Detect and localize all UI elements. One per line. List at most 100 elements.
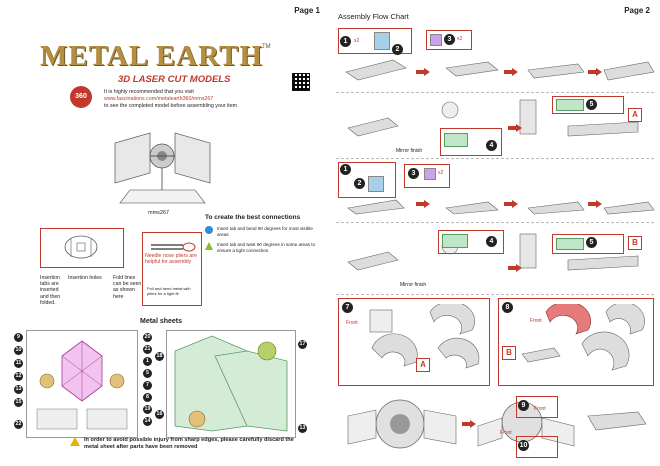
connections-title: To create the best connections <box>205 214 301 221</box>
sheet-number: 14 <box>143 417 152 426</box>
section-label: A <box>628 108 642 122</box>
brand-subtitle: 3D LASER CUT MODELS <box>118 74 231 85</box>
step-number: 10 <box>518 440 529 451</box>
metal-sheet-2-parts <box>174 335 288 432</box>
step-number: 9 <box>518 400 529 411</box>
connection-bend-tip: Insert tab and bend 90 degrees for most … <box>205 226 325 237</box>
model-illustration <box>114 132 211 204</box>
insertion-holes-label: Insertion holes <box>68 275 102 281</box>
divider <box>336 92 654 93</box>
sheet-number: 13 <box>14 385 23 394</box>
arrow-right-icon <box>588 200 602 208</box>
step-number: 4 <box>486 236 497 247</box>
fold-lines-label: Fold lines can be seen as shown here <box>113 275 142 300</box>
sheet-number: 5 <box>143 369 152 378</box>
metal-sheet-1-parts <box>36 340 128 430</box>
connection-twist-tip: Insert tab and twist 90 degrees in some … <box>205 242 325 253</box>
sheet-number: 10 <box>14 346 23 355</box>
sheet-number: 12 <box>14 372 23 381</box>
quantity-label: x2 <box>438 170 444 176</box>
blue-dot-icon <box>205 226 213 234</box>
parts-callout-box <box>426 30 472 50</box>
sheet-number: 22 <box>14 420 23 429</box>
sheet-number: 11 <box>14 359 23 368</box>
arrow-right-icon <box>504 68 518 76</box>
badge-360-icon: 360 <box>70 86 92 108</box>
step-7-panel <box>338 298 490 386</box>
front-label: Front <box>534 406 546 412</box>
parts-callout-box <box>552 96 624 114</box>
brand-logo-text: METAL EARTH <box>40 40 263 72</box>
part-icon <box>424 168 436 180</box>
tab-fold-icon <box>64 235 98 259</box>
metal-sheets-title: Metal sheets <box>140 318 183 325</box>
bend-tip-text: Insert tab and bend 90 degrees for most … <box>217 226 313 237</box>
parts-callout-box <box>438 230 504 254</box>
part-icon <box>430 34 442 46</box>
part-icon <box>442 234 468 248</box>
arrow-right-icon <box>462 420 476 428</box>
arrow-right-icon <box>508 264 522 272</box>
sheet-number: 1 <box>143 357 152 366</box>
twist-tip-text: Insert tab and twist 90 degrees in some … <box>217 242 316 253</box>
step-number: 1 <box>340 36 351 47</box>
green-triangle-icon <box>205 242 213 250</box>
step-number: 5 <box>586 237 597 248</box>
metal-sheet-2 <box>166 330 296 438</box>
sheet-number: 19 <box>143 405 152 414</box>
parts-callout-box <box>516 396 558 418</box>
warning-icon <box>70 437 80 446</box>
mirror-finish-label: Mirror finish <box>396 148 423 154</box>
trademark-symbol: TM <box>262 44 271 50</box>
sheet-number: 21 <box>143 345 152 354</box>
part-icon <box>368 176 384 192</box>
info-url-link[interactable]: www.fascinations.com/metalearth360/mms26… <box>104 96 214 102</box>
section-label: A <box>416 358 430 372</box>
front-label: Front <box>530 318 542 324</box>
arrow-right-icon <box>508 124 522 132</box>
step-number: 3 <box>444 34 455 45</box>
mirror-finish-label: Mirror finish <box>400 282 427 288</box>
sheet-number: 7 <box>143 381 152 390</box>
arrow-right-icon <box>416 200 430 208</box>
step-number: 5 <box>586 99 597 110</box>
part-icon <box>556 238 584 250</box>
step-number: 1 <box>340 164 351 175</box>
sheet-number: 18 <box>155 352 164 361</box>
sheet-number: 8 <box>143 393 152 402</box>
section-label: B <box>628 236 642 250</box>
step-number: 4 <box>486 140 497 151</box>
qr-code-icon <box>292 73 310 91</box>
sheet-number: 20 <box>143 333 152 342</box>
assembly-row-3 <box>347 199 655 215</box>
pliers-note: Pull and bend metal with pliers for a ti… <box>147 286 191 296</box>
pliers-icon <box>151 242 196 252</box>
parts-callout-box <box>338 162 396 198</box>
part-icon <box>556 99 584 111</box>
parts-callout-box <box>552 234 624 254</box>
instruction-page-2: Assembly Flow Chart Page 2 1 x2 2 3 x2 5… <box>330 0 660 466</box>
sheet-number: 13 <box>298 424 307 433</box>
quantity-label: x2 <box>457 36 463 42</box>
metal-sheet-1 <box>26 330 138 438</box>
step-number: 2 <box>354 178 365 189</box>
step-8-panel <box>498 298 654 386</box>
step-number: 2 <box>392 44 403 55</box>
parts-callout-box <box>404 164 450 188</box>
assembly-row-1 <box>345 59 655 81</box>
front-label: Front <box>500 430 512 436</box>
divider <box>336 294 654 295</box>
assembly-row-2 <box>347 99 639 137</box>
part-icon <box>374 32 390 50</box>
info-text: It is highly recommended that you visit … <box>104 89 237 110</box>
divider <box>336 222 654 223</box>
step-7-illustration <box>369 304 480 369</box>
instruction-page-1: Page 1 METAL EARTH TM 3D LASER CUT MODEL… <box>14 0 331 466</box>
parts-callout-box <box>440 128 502 156</box>
arrow-right-icon <box>588 68 602 76</box>
info-line-1: It is highly recommended that you visit <box>104 89 194 95</box>
part-icon <box>444 133 468 147</box>
parts-callout-box <box>338 28 412 54</box>
step-8-illustration <box>521 304 645 371</box>
flow-chart-title: Assembly Flow Chart <box>338 12 409 21</box>
